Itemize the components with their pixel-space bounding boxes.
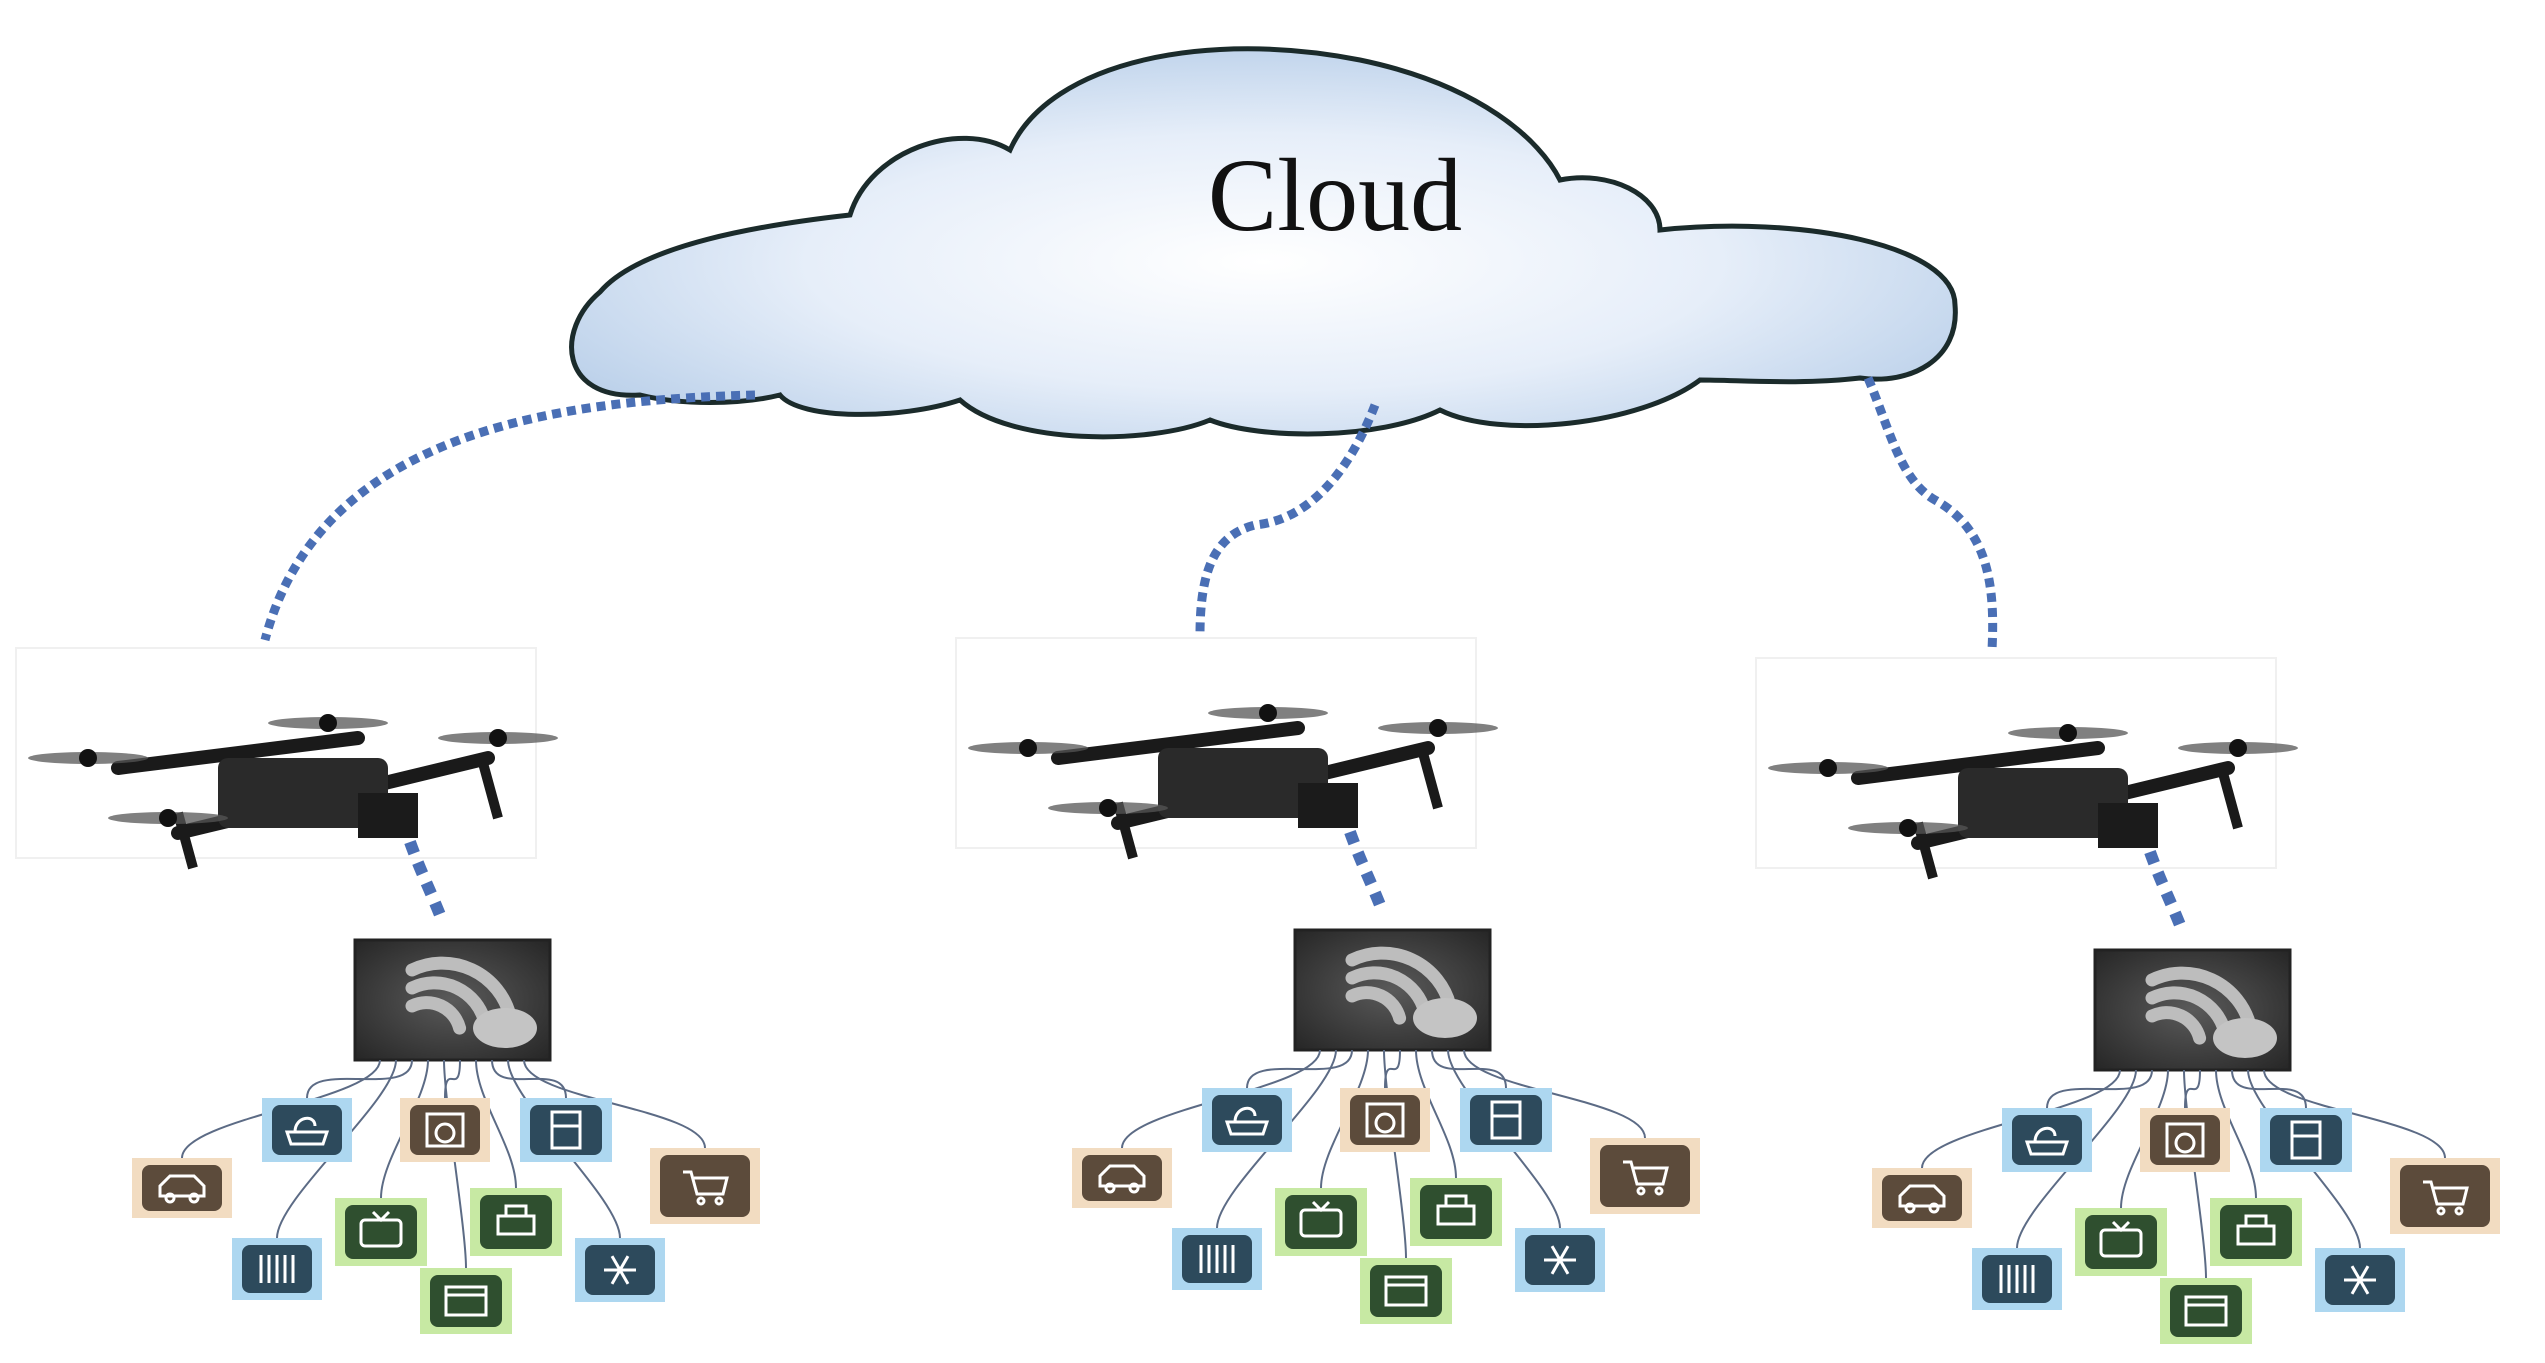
bathtub-icon (284, 1116, 330, 1146)
wifi-gateway (353, 938, 552, 1062)
tv-icon (2099, 1220, 2143, 1258)
device-tile (420, 1268, 512, 1334)
device-tile (1340, 1088, 1430, 1152)
drone-gateway-link (404, 839, 446, 918)
device-tile (1410, 1178, 1502, 1246)
device-tile (1972, 1248, 2062, 1310)
cloud-links (260, 376, 1998, 651)
cloud-label: Cloud (1208, 138, 1462, 253)
device-wires (1921, 1069, 2446, 1279)
air-conditioner-icon (2344, 1265, 2376, 1295)
device-wires (1121, 1049, 1646, 1259)
device-tile (2140, 1108, 2230, 1172)
device-tile (132, 1158, 232, 1218)
wifi-icon (2145, 966, 2277, 1058)
wifi-icon (1345, 946, 1477, 1038)
cloud: Cloud (569, 46, 1958, 440)
cloud-link-right (1863, 376, 1998, 651)
printer-icon (1436, 1194, 1476, 1226)
oven-icon (444, 1285, 488, 1317)
radiator-icon (259, 1255, 295, 1283)
printer-icon (496, 1204, 536, 1236)
bathtub-icon (2024, 1126, 2070, 1156)
device-tile (1275, 1188, 1367, 1256)
shopping-cart-icon (683, 1170, 729, 1206)
cloud-link-left (260, 390, 756, 642)
air-conditioner-icon (1544, 1245, 1576, 1275)
device-tile (1460, 1088, 1552, 1152)
drone-icon (1755, 657, 2298, 880)
device-tile (2210, 1198, 2302, 1266)
tv-icon (1299, 1200, 1343, 1238)
cloud-shape (569, 46, 1958, 440)
air-conditioner-icon (604, 1255, 636, 1285)
device-tile (1590, 1138, 1700, 1214)
cluster-left (15, 647, 760, 1334)
printer-icon (2236, 1214, 2276, 1246)
device-tile (2260, 1108, 2352, 1172)
fridge-icon (1490, 1100, 1522, 1140)
fridge-icon (550, 1110, 582, 1150)
wifi-icon (405, 956, 537, 1048)
device-tile (1360, 1258, 1452, 1324)
washing-machine-icon (425, 1112, 465, 1148)
device-tile (400, 1098, 490, 1162)
drone-icon (15, 647, 558, 870)
shopping-cart-icon (2423, 1180, 2469, 1216)
cloud-link-center (1195, 403, 1380, 636)
washing-machine-icon (1365, 1102, 1405, 1138)
device-tile (1202, 1088, 1292, 1152)
car-icon (1898, 1184, 1946, 1214)
radiator-icon (1999, 1265, 2035, 1293)
device-tile (2315, 1248, 2405, 1312)
device-tile (232, 1238, 322, 1300)
device-tile (335, 1198, 427, 1266)
device-tile (2160, 1278, 2252, 1344)
device-tile (2002, 1108, 2092, 1172)
drone-icon (955, 637, 1498, 860)
cluster-right (1755, 657, 2500, 1344)
device-tile (1072, 1148, 1172, 1208)
oven-icon (1384, 1275, 1428, 1307)
device-tile (520, 1098, 612, 1162)
oven-icon (2184, 1295, 2228, 1327)
device-tile (2075, 1208, 2167, 1276)
device-tile (1515, 1228, 1605, 1292)
device-tile (1172, 1228, 1262, 1290)
drone-gateway-link (1344, 829, 1386, 908)
wifi-gateway (1293, 928, 1492, 1052)
washing-machine-icon (2165, 1122, 2205, 1158)
drone-gateway-link (2144, 849, 2186, 928)
car-icon (1098, 1164, 1146, 1194)
bathtub-icon (1224, 1106, 1270, 1136)
wifi-gateway (2093, 948, 2292, 1072)
car-icon (158, 1174, 206, 1204)
device-tile (650, 1148, 760, 1224)
fridge-icon (2290, 1120, 2322, 1160)
shopping-cart-icon (1623, 1160, 1669, 1196)
device-tile (1872, 1168, 1972, 1228)
device-tile (2390, 1158, 2500, 1234)
device-tile (262, 1098, 352, 1162)
tv-icon (359, 1210, 403, 1248)
device-tile (575, 1238, 665, 1302)
radiator-icon (1199, 1245, 1235, 1273)
cluster-center (955, 637, 1700, 1324)
device-tile (470, 1188, 562, 1256)
device-wires (181, 1059, 706, 1269)
